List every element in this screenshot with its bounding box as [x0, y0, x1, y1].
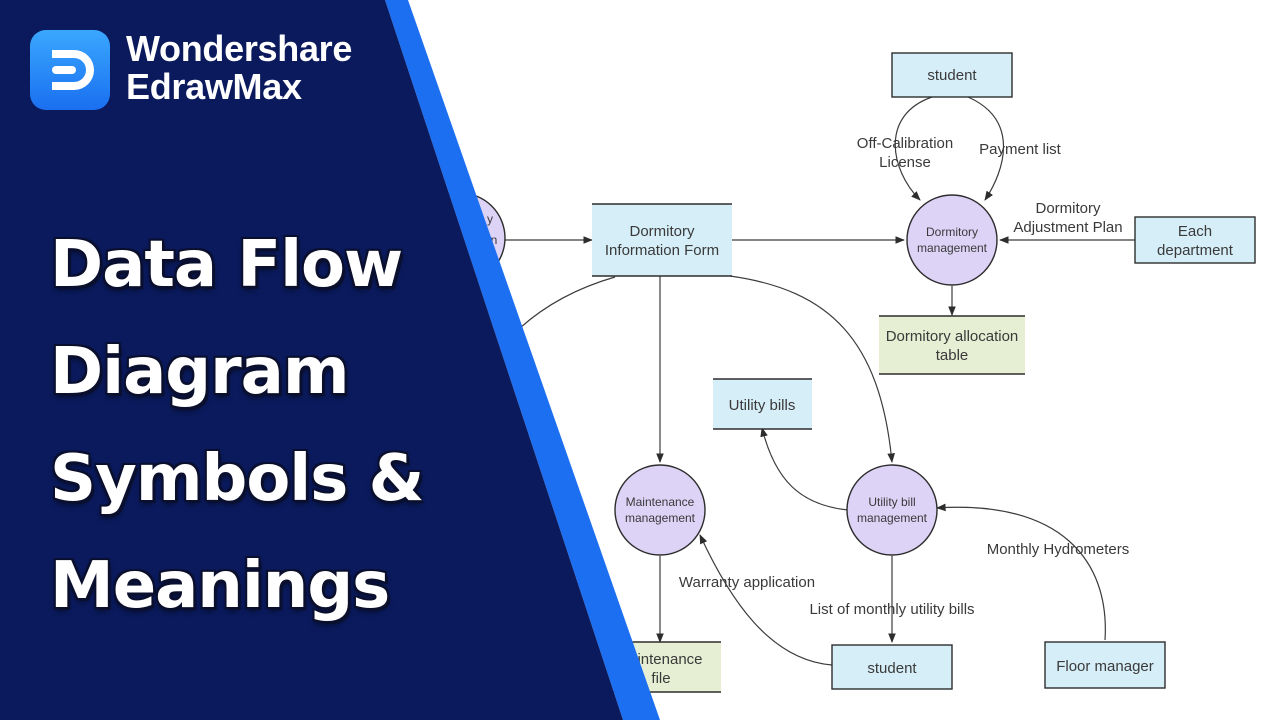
process-partial-label-2: n [491, 233, 498, 247]
brand-line-1: Wondershare [126, 28, 353, 69]
edge-label-monthly-utility-bills: List of monthly utility bills [809, 601, 974, 618]
process-utility-mgmt-label-2: management [857, 511, 928, 525]
process-partial-label-1: y [487, 212, 493, 226]
process-utility-bill-management: Utility bill management [846, 464, 938, 556]
edge-utility-to-bills [760, 427, 849, 511]
entity-floor-manager: Floor manager [1044, 641, 1166, 689]
datastore-dormitory-information-form: Dormitory Information Form [592, 203, 732, 277]
edge-label-off-calibration-2: License [879, 154, 931, 171]
process-maintenance-management: Maintenance management [614, 464, 706, 556]
entity-each-department: Each department [1134, 216, 1256, 264]
edge-floor-to-utility [936, 503, 1106, 641]
edge-label-adjustment-plan-2: Adjustment Plan [1013, 219, 1122, 236]
edge-form-to-left [519, 276, 616, 329]
title-line-3: Symbols & [50, 442, 424, 516]
edge-student-to-dorm-mgmt-left [894, 96, 933, 201]
entity-student-bottom-label: student [867, 660, 917, 677]
title-line-4: Meanings [50, 549, 390, 623]
datastore-allocation-table: Dormitory allocation table [879, 315, 1025, 375]
edge-label-monthly-hydrometers: Monthly Hydrometers [987, 541, 1130, 558]
page-title: Data Flow Diagram Symbols & Meanings [50, 212, 424, 640]
datastore-maintenance-file-label-2: file [651, 670, 670, 687]
process-maint-mgmt-label-1: Maintenance [626, 495, 695, 509]
entity-each-department-label-1: Each [1178, 223, 1212, 240]
datastore-form-label-2: Information Form [605, 242, 719, 259]
edge-form-to-utility [729, 275, 895, 463]
edge-label-payment-list: Payment list [979, 141, 1062, 158]
datastore-utility-bills-label: Utility bills [729, 397, 796, 414]
diagram-edges [505, 96, 1135, 666]
datastore-allocation-label-2: table [936, 347, 969, 364]
datastore-maintenance-file: intenance file [600, 641, 721, 693]
process-dorm-mgmt-label-2: management [917, 241, 988, 255]
process-dorm-mgmt-label-1: Dormitory [926, 225, 978, 239]
brand-name: Wondershare EdrawMax [126, 30, 352, 106]
edge-label-off-calibration-1: Off-Calibration [857, 135, 953, 152]
title-line-2: Diagram [50, 335, 350, 409]
edge-label-warranty-application: Warranty application [679, 574, 815, 591]
process-utility-mgmt-label-1: Utility bill [868, 495, 915, 509]
datastore-form-label-1: Dormitory [629, 223, 695, 240]
entity-student-bottom: student [831, 644, 953, 690]
edge-labels: Off-Calibration License Payment list Dor… [679, 135, 1129, 618]
edrawmax-logo-icon [30, 30, 110, 110]
entity-floor-manager-label: Floor manager [1056, 658, 1154, 675]
process-partial-left: y n [414, 192, 506, 284]
entity-each-department-label-2: department [1157, 242, 1234, 259]
edge-student-to-maint [699, 534, 833, 666]
entity-student-top-label: student [927, 67, 977, 84]
entity-student-top: student [891, 52, 1013, 98]
brand-line-2: EdrawMax [126, 66, 302, 107]
datastore-maintenance-file-label-1: intenance [637, 651, 702, 668]
process-maint-mgmt-label-2: management [625, 511, 696, 525]
datastore-utility-bills: Utility bills [713, 378, 812, 430]
edge-label-adjustment-plan-1: Dormitory [1035, 200, 1101, 217]
datastore-allocation-label-1: Dormitory allocation [886, 328, 1019, 345]
edge-student-to-dorm-mgmt-right [967, 96, 1005, 201]
process-dormitory-management: Dormitory management [906, 194, 998, 286]
title-line-1: Data Flow [50, 228, 403, 302]
